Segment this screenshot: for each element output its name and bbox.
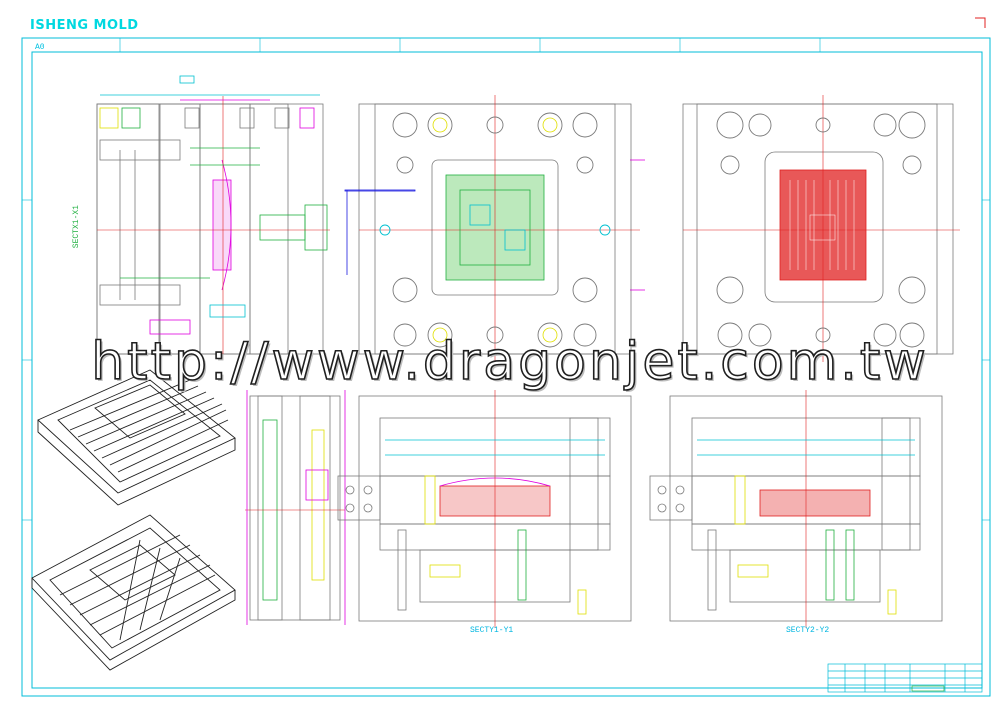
section-y2-label: SECTY2-Y2 bbox=[786, 626, 830, 635]
core-plan-inserts bbox=[432, 117, 558, 343]
cavity-ribs bbox=[789, 180, 855, 270]
section-y1-label: SECTY1-Y1 bbox=[470, 626, 514, 635]
cavity-plan-holes bbox=[716, 111, 926, 348]
section-y2-view bbox=[649, 390, 943, 628]
sheet-size-code: A0 bbox=[35, 43, 45, 52]
narrow-side-section bbox=[245, 390, 346, 625]
core-plan-view bbox=[344, 95, 645, 362]
side-section-view bbox=[96, 75, 330, 360]
cavity-plan-view bbox=[682, 95, 960, 362]
watermark-url: http://www.dragonjet.com.tw bbox=[90, 331, 929, 393]
sheet-border bbox=[21, 17, 991, 697]
section-y1-view bbox=[337, 390, 632, 628]
part-bottom-iso-icon bbox=[31, 514, 236, 671]
title-block bbox=[827, 663, 983, 693]
part-top-iso-icon bbox=[37, 369, 236, 506]
core-plan-holes bbox=[379, 112, 611, 348]
side-view-label: SECTX1-X1 bbox=[72, 205, 81, 249]
frame-ticks bbox=[22, 38, 990, 521]
brand-logo: ISHENG MOLD bbox=[30, 18, 139, 33]
